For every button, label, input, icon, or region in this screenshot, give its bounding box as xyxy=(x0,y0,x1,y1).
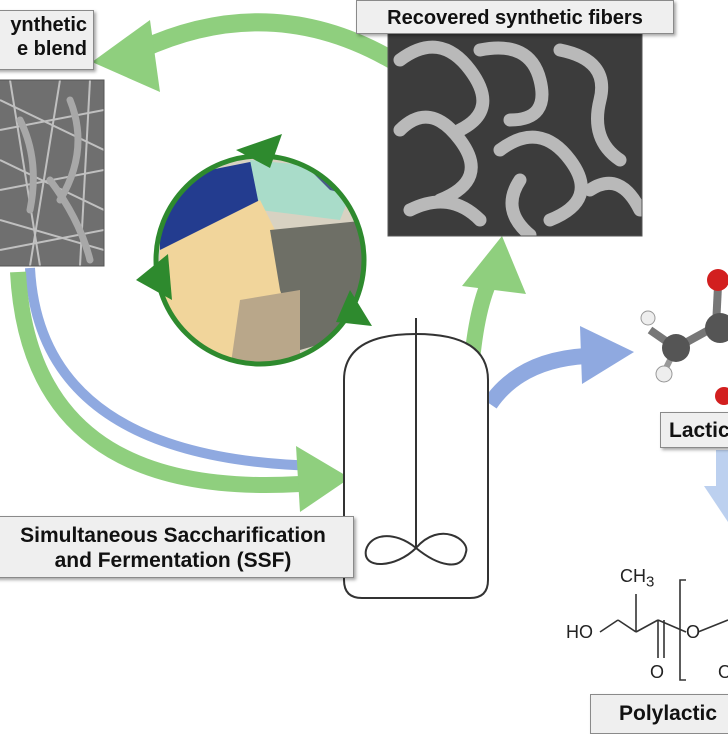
methyl-subscript: 3 xyxy=(646,573,655,591)
ssf-label: Simultaneous Saccharification and Fermen… xyxy=(0,516,354,578)
recycle-arrow-top xyxy=(92,13,401,92)
carbonyl-oxygen-text: O xyxy=(650,662,665,682)
ssf-label-line1: Simultaneous Saccharification xyxy=(20,524,326,547)
ssf-label-line2: and Fermentation (SSF) xyxy=(54,549,292,573)
sem-fabric-blend-image xyxy=(0,80,104,266)
bioreactor-icon xyxy=(343,318,489,599)
fabric-blend-label-line1: ynthetic xyxy=(10,14,87,36)
lactic-acid-molecule-icon xyxy=(640,269,728,405)
ester-oxygen-text: O xyxy=(686,622,701,642)
cycle-arrow-head-top xyxy=(236,134,282,168)
pla-label-text: Polylactic xyxy=(619,702,718,725)
partial-oxygen-label: O xyxy=(718,662,728,683)
textile-waste-photo xyxy=(136,134,372,367)
lactic-acid-label-text: Lactic xyxy=(669,419,728,442)
product-arrow xyxy=(483,326,634,409)
ester-oxygen-label: O xyxy=(686,622,700,643)
fabric-blend-label: ynthetic e blend xyxy=(0,10,94,70)
sem-recovered-fibers-image xyxy=(388,30,642,236)
methyl-group-label: CH3 xyxy=(620,566,654,591)
cycle-arrow-head-left xyxy=(136,254,172,300)
pla-structure-icon xyxy=(599,579,728,681)
cycle-arrow-head-right xyxy=(336,290,372,326)
partial-oxygen-text: O xyxy=(718,662,728,682)
carbonyl-oxygen-label: O xyxy=(650,662,664,683)
polymerization-arrow xyxy=(704,450,728,522)
hydroxyl-group-text: HO xyxy=(566,622,593,642)
recovered-fibers-label: Recovered synthetic fibers xyxy=(356,0,674,34)
lactic-acid-label: Lactic xyxy=(660,412,728,448)
feed-arrow-left xyxy=(10,267,350,512)
sem-fabric-blend-frame xyxy=(0,79,105,267)
recovered-fibers-label-text: Recovered synthetic fibers xyxy=(387,7,643,29)
hydroxyl-group-label: HO xyxy=(566,622,593,643)
methyl-group-text: CH3 xyxy=(620,566,655,591)
fabric-blend-label-line2: e blend xyxy=(16,38,87,60)
pla-label: Polylactic xyxy=(590,694,728,734)
recovery-arrow xyxy=(462,236,526,361)
